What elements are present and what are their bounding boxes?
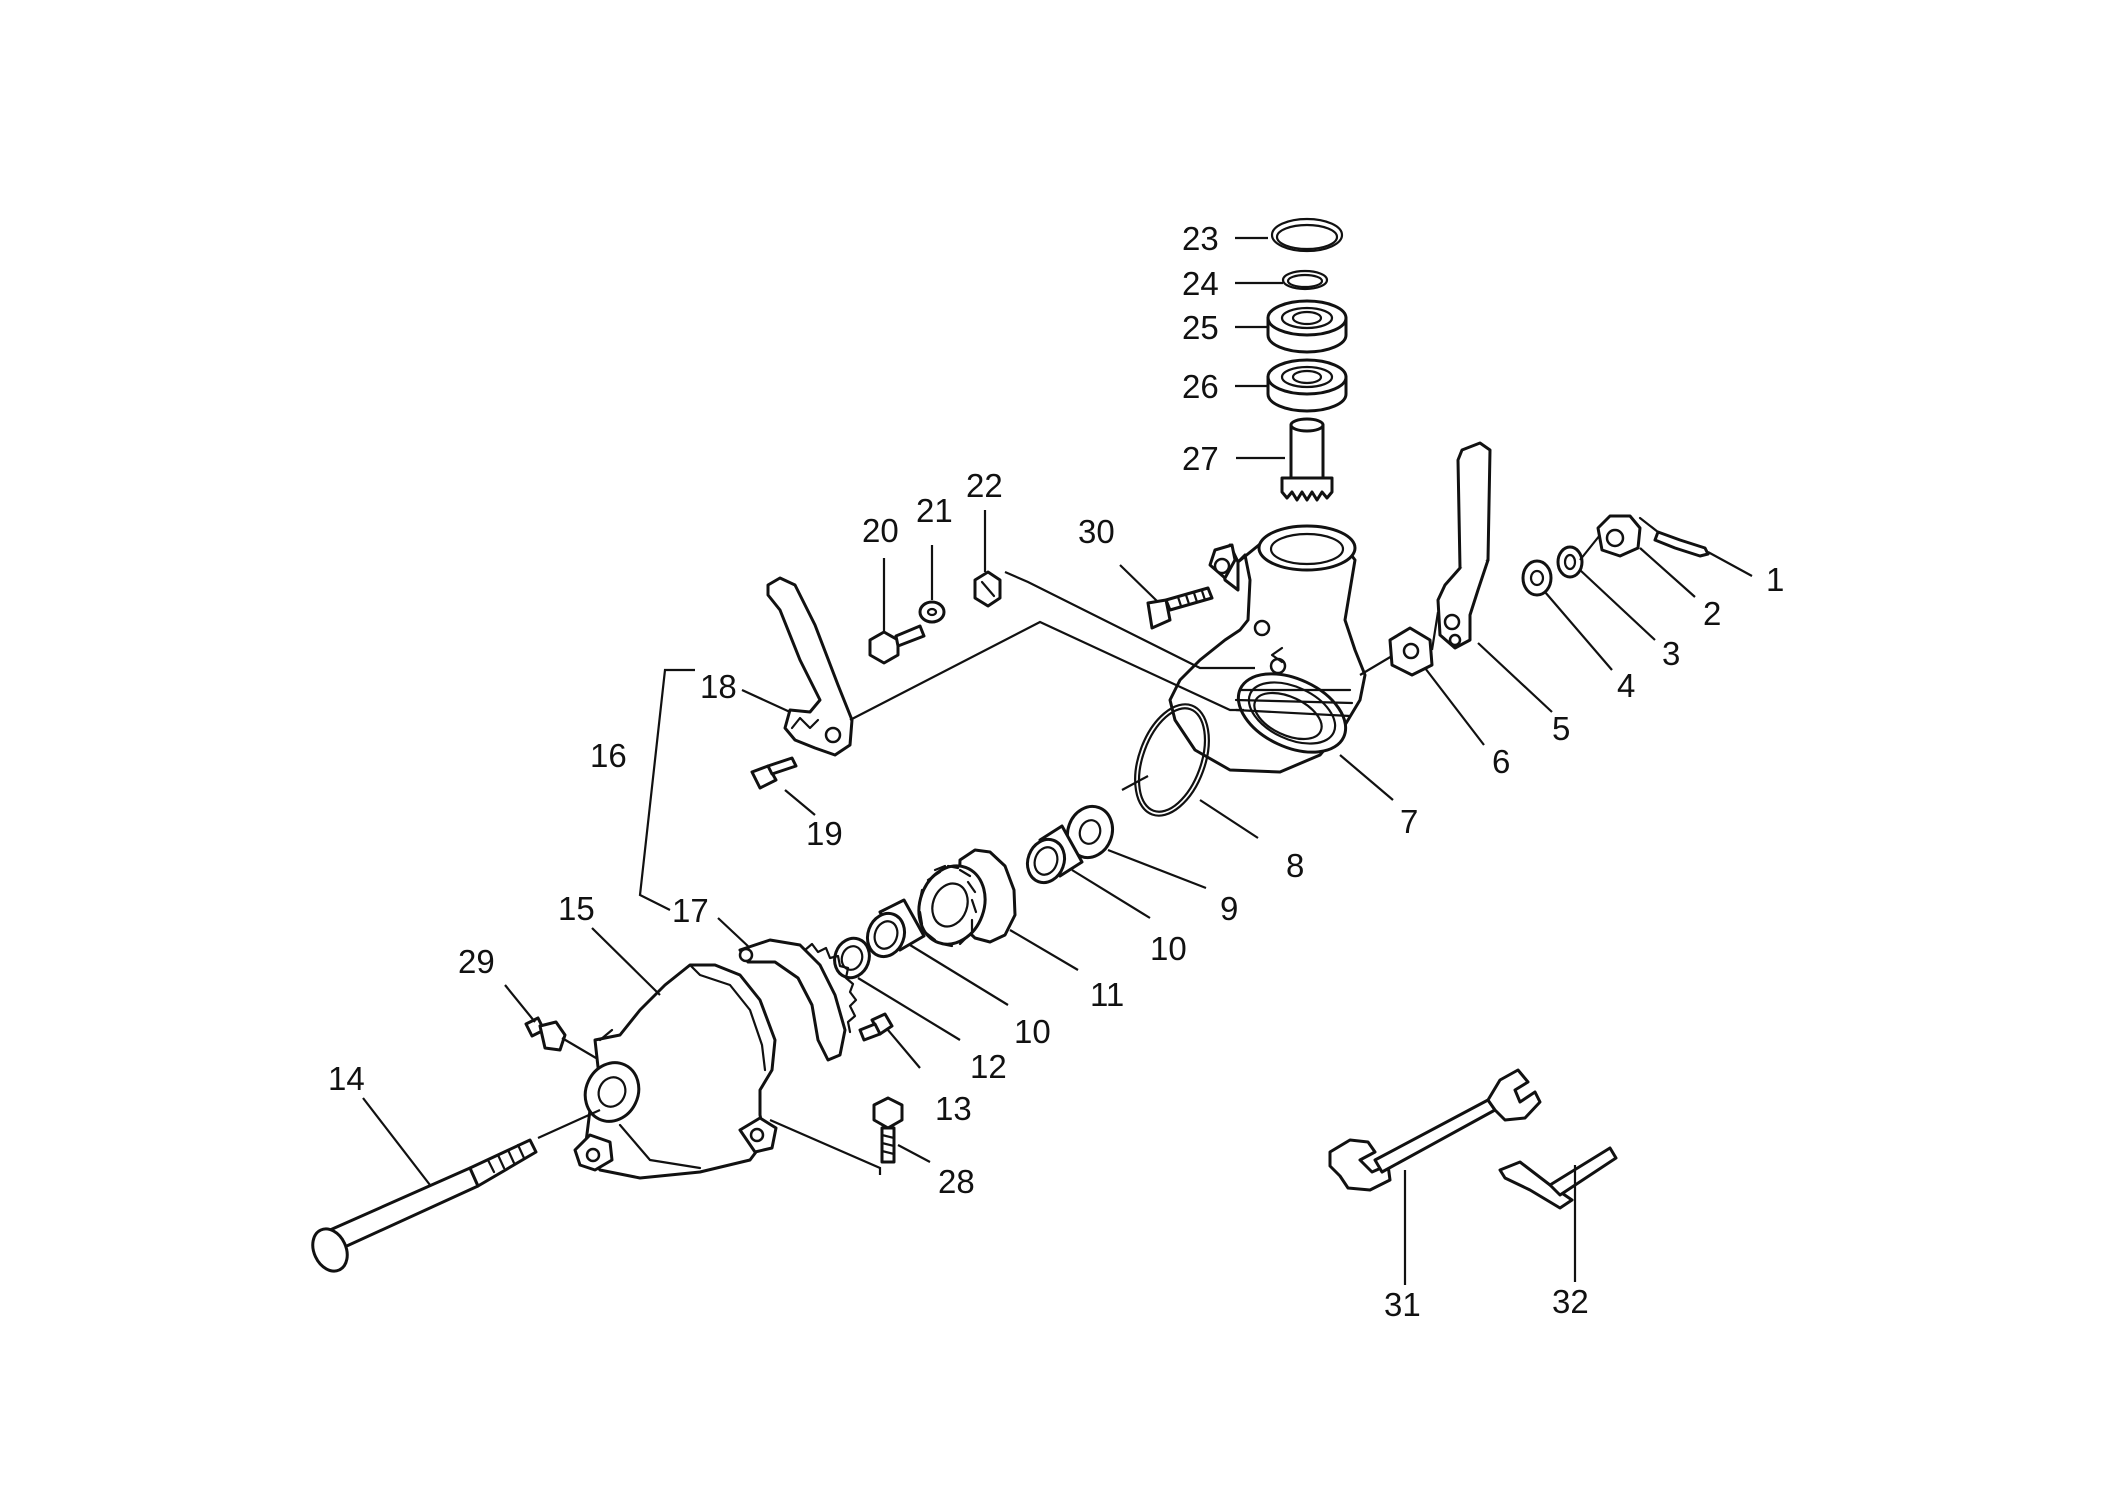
callout-10b: 10 — [1014, 1013, 1051, 1050]
callout-21: 21 — [916, 492, 953, 529]
part-17-sector-plate — [738, 938, 858, 1062]
part-5-lever — [1436, 441, 1492, 650]
callout-31: 31 — [1384, 1286, 1421, 1323]
callout-23: 23 — [1182, 220, 1219, 257]
part-29-grease-fitting — [524, 1016, 567, 1052]
callout-9: 9 — [1220, 890, 1238, 927]
part-8-o-ring — [1134, 703, 1210, 817]
part-14-long-bolt — [311, 1138, 538, 1273]
part-3-clip — [1556, 545, 1584, 579]
leader-lines — [362, 236, 1753, 1285]
part-21-washer — [918, 600, 946, 624]
part-22-clip — [973, 570, 1002, 608]
part-7-gear-case — [1168, 524, 1367, 774]
part-32-hex-key — [1498, 1146, 1618, 1210]
callout-26: 26 — [1182, 368, 1219, 405]
callout-4: 4 — [1617, 667, 1635, 704]
part-10-needle-bearing-2 — [865, 898, 926, 959]
callout-11: 11 — [1090, 976, 1124, 1013]
part-11-bevel-gear — [917, 848, 1017, 948]
callout-17: 17 — [672, 892, 709, 929]
callout-labels: 1 2 3 4 5 6 7 8 9 10 10 11 12 13 14 15 1… — [328, 220, 1784, 1323]
part-1-cotter-pin — [1638, 516, 1710, 558]
part-13-bolt — [858, 1012, 894, 1042]
callout-32: 32 — [1552, 1283, 1589, 1320]
part-6-plate — [1388, 626, 1434, 677]
part-19-bolt — [750, 756, 798, 790]
part-24-ring — [1281, 269, 1329, 291]
callout-14: 14 — [328, 1060, 365, 1097]
part-10-needle-bearing — [1025, 824, 1084, 885]
callout-16: 16 — [590, 737, 627, 774]
callout-12: 12 — [970, 1048, 1007, 1085]
callout-10a: 10 — [1150, 930, 1187, 967]
callout-18: 18 — [700, 668, 737, 705]
callout-24: 24 — [1182, 265, 1219, 302]
part-2-nut — [1596, 514, 1642, 558]
callout-19: 19 — [806, 815, 843, 852]
callout-30: 30 — [1078, 513, 1115, 550]
callout-7: 7 — [1400, 803, 1418, 840]
part-20-nut — [868, 624, 926, 665]
callout-22: 22 — [966, 467, 1003, 504]
part-15-gear-housing — [573, 963, 778, 1180]
part-4-washer — [1521, 559, 1553, 597]
part-25-bearing — [1266, 299, 1348, 354]
callout-13: 13 — [935, 1090, 972, 1127]
callout-5: 5 — [1552, 710, 1570, 747]
callout-29: 29 — [458, 943, 495, 980]
callout-20: 20 — [862, 512, 899, 549]
callout-1: 1 — [1766, 561, 1784, 598]
callout-15: 15 — [558, 890, 595, 927]
callout-27: 27 — [1182, 440, 1219, 477]
callout-25: 25 — [1182, 309, 1219, 346]
callout-2: 2 — [1703, 595, 1721, 632]
part-9-washer — [1065, 804, 1115, 860]
callout-28: 28 — [938, 1163, 975, 1200]
callout-8: 8 — [1286, 847, 1304, 884]
part-26-bearing — [1266, 358, 1348, 413]
part-23-snap-ring — [1270, 217, 1344, 253]
part-27-pinion-shaft — [1280, 417, 1334, 502]
part-30-bolt — [1146, 586, 1214, 630]
part-28-bolt — [872, 1096, 904, 1164]
part-18-bracket — [766, 576, 854, 757]
callout-6: 6 — [1492, 743, 1510, 780]
callout-3: 3 — [1662, 635, 1680, 672]
part-31-wrench — [1328, 1068, 1542, 1192]
